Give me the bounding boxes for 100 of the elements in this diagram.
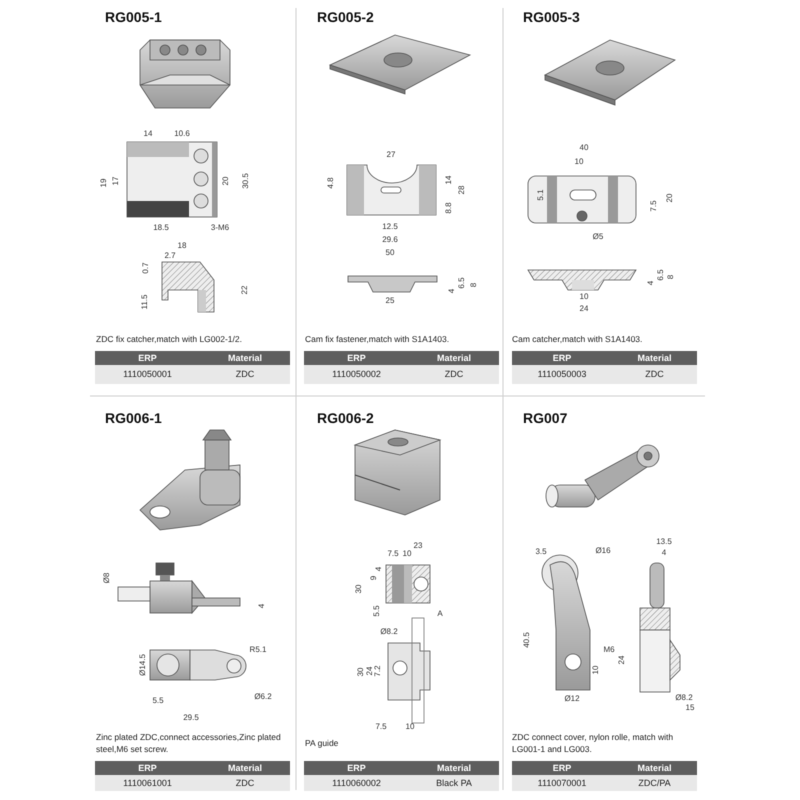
dimension-value: 5.5 <box>152 697 164 705</box>
table-value: 1110050003 <box>512 365 612 384</box>
dimension-value: Ø8 <box>103 572 111 584</box>
dimension-value: Ø5 <box>592 233 604 241</box>
dimension-value: 17 <box>112 176 120 186</box>
dimension-value: 9 <box>370 576 378 580</box>
dimension-value: 7.5 <box>650 200 658 212</box>
table-value: 1110060002 <box>304 775 409 791</box>
dimension-value: 20 <box>222 176 230 186</box>
dimension-value: 10 <box>580 293 588 301</box>
dimension-value: 14 <box>445 176 453 184</box>
column-header: ERP <box>304 351 409 365</box>
column-header: Material <box>200 351 290 365</box>
dimension-value: 22 <box>241 286 249 294</box>
table-value: ZDC/PA <box>612 775 697 791</box>
dimension-value: 2.7 <box>164 252 176 260</box>
part-number-heading: RG006-1 <box>105 411 162 425</box>
column-header: Material <box>612 761 697 775</box>
table-value: 1110070001 <box>512 775 612 791</box>
dimension-value: 10 <box>406 723 414 731</box>
dimension-value: 4 <box>258 604 266 608</box>
dimension-value: 30 <box>357 668 365 676</box>
dimension-value: 4 <box>647 280 655 286</box>
dimension-value: 10 <box>574 158 584 166</box>
dimension-value: 12.5 <box>382 223 398 231</box>
column-header: Material <box>409 351 499 365</box>
table-value: ZDC <box>409 365 499 384</box>
dimension-value: 40 <box>580 144 588 152</box>
dimension-value: 19 <box>100 178 108 188</box>
part-number-heading: RG007 <box>523 411 568 425</box>
column-header: ERP <box>95 351 200 365</box>
dimension-value: R5.1 <box>250 646 266 654</box>
dimension-value: 10 <box>592 666 600 674</box>
dimension-value: 13.5 <box>656 538 672 546</box>
dimension-value: 28 <box>458 186 466 194</box>
column-header: ERP <box>95 761 200 775</box>
dimension-value: 5.1 <box>537 189 545 201</box>
column-header: ERP <box>512 351 612 365</box>
dimension-value: 3.5 <box>535 548 547 556</box>
dimension-value: 8 <box>667 274 675 280</box>
dimension-value: Ø14.5 <box>139 654 147 676</box>
dimension-value: 50 <box>386 249 394 257</box>
dimension-value: 30 <box>355 584 363 594</box>
dimension-value: 27 <box>386 151 396 159</box>
dimension-value: 7.5 <box>387 550 399 558</box>
table-value: ZDC <box>612 365 697 384</box>
description-text: Cam fix fastener,match with S1A1403. <box>305 333 450 346</box>
column-header: ERP <box>512 761 612 775</box>
table-value: ZDC <box>200 365 290 384</box>
dimension-value: 5.5 <box>373 605 381 617</box>
dimension-value: Ø16 <box>595 547 611 555</box>
dimension-value: 0.7 <box>142 262 150 274</box>
dimension-value: 4 <box>662 549 666 557</box>
dimension-value: A <box>437 610 443 618</box>
dimension-value: 3-M6 <box>210 224 230 232</box>
dimension-value: 29.6 <box>382 236 398 244</box>
dimension-value: 4 <box>448 288 456 294</box>
dimension-value: Ø12 <box>564 695 580 703</box>
dimension-value: 30.5 <box>242 173 250 189</box>
dimension-value: 25 <box>386 297 394 305</box>
dimension-value: 8.8 <box>445 202 453 214</box>
table-value: ZDC <box>200 775 290 791</box>
part-number-heading: RG005-1 <box>105 10 162 24</box>
dimension-value: 6.5 <box>657 269 665 281</box>
dimension-value: M6 <box>603 646 615 654</box>
dimension-value: 11.5 <box>141 294 149 310</box>
table-value: 1110061001 <box>95 775 200 791</box>
dimension-value: 7.2 <box>374 665 382 677</box>
dimension-value: 10.6 <box>174 130 190 138</box>
description-text: ZDC connect cover, nylon rolle, match with LG001-1 and LG003. <box>512 731 674 756</box>
dimension-value: 23 <box>414 542 422 550</box>
table-value: 1110050001 <box>95 365 200 384</box>
part-number-heading: RG005-2 <box>317 10 374 24</box>
dimension-value: 14 <box>144 130 152 138</box>
column-header: ERP <box>304 761 409 775</box>
dimension-value: Ø6.2 <box>254 693 272 701</box>
column-header: Material <box>409 761 499 775</box>
column-header: Material <box>200 761 290 775</box>
dimension-value: 15 <box>686 704 694 712</box>
description-text: Zinc plated ZDC,connect accessories,Zinc plated steel,M6 set screw. <box>96 731 282 756</box>
part-number-heading: RG005-3 <box>523 10 580 24</box>
dimension-value: 4 <box>375 566 383 572</box>
dimension-value: 24 <box>580 305 588 313</box>
dimension-value: 8 <box>470 282 478 288</box>
dimension-value: 24 <box>366 666 374 676</box>
dimension-value: 24 <box>618 656 626 664</box>
dimension-value: Ø8.2 <box>675 694 693 702</box>
dimension-value: 10 <box>402 550 412 558</box>
dimension-value: 6.5 <box>458 277 466 289</box>
table-value: 1110050002 <box>304 365 409 384</box>
description-text: PA guide <box>305 737 340 750</box>
description-text: ZDC fix catcher,match with LG002-1/2. <box>96 333 243 346</box>
description-text: Cam catcher,match with S1A1403. <box>512 333 644 346</box>
dimension-value: 29.5 <box>183 714 199 722</box>
table-value: Black PA <box>409 775 499 791</box>
dimension-value: 18.5 <box>153 224 169 232</box>
dimension-value: 18 <box>178 242 186 250</box>
part-number-heading: RG006-2 <box>317 411 374 425</box>
column-header: Material <box>612 351 697 365</box>
dimension-value: 40.5 <box>523 632 531 648</box>
